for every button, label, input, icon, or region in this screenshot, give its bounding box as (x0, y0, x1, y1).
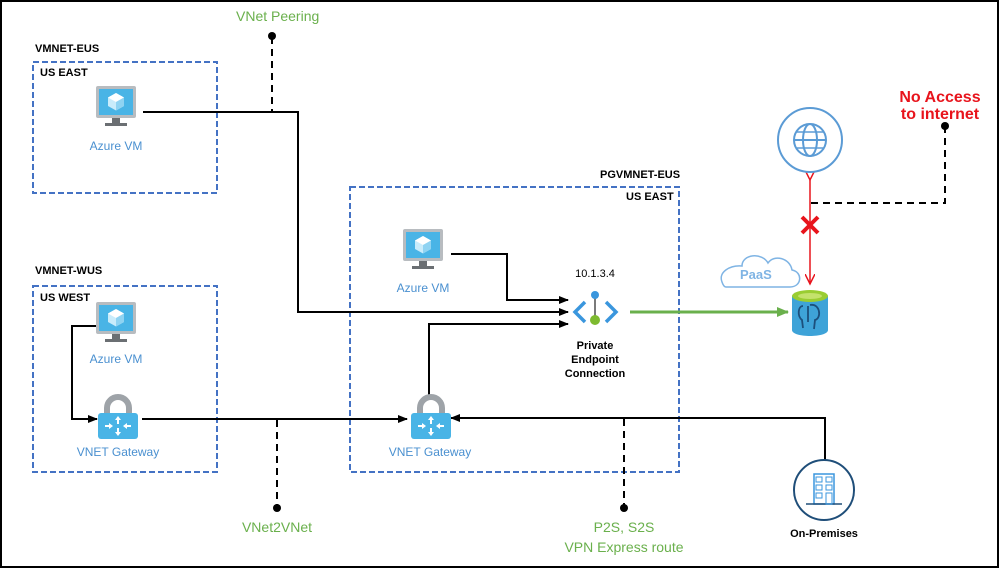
callout-dot-no-access (941, 122, 949, 130)
vnet-box-wus (32, 285, 218, 473)
vnet-box-pg (349, 186, 680, 473)
paas-label: PaaS (740, 267, 772, 282)
node-label-wus-gateway: VNET Gateway (76, 445, 160, 459)
connector-wus-vm-to-gateway (71, 325, 98, 423)
vnet-name-pg: PGVMNET-EUS (600, 169, 681, 181)
virtual-machine-icon[interactable] (96, 302, 136, 342)
postgresql-database-icon[interactable] (792, 290, 828, 336)
virtual-machine-icon[interactable] (403, 229, 443, 269)
callout-dot-vnet2vnet (273, 504, 281, 512)
globe-icon[interactable] (777, 107, 843, 173)
connector-onprem-to-gateway (450, 414, 826, 460)
p2s-label-line2: VPN Express route (564, 539, 684, 555)
p2s-label-line1: P2S, S2S (593, 519, 655, 535)
callout-no-access (811, 128, 946, 204)
vnet-box-eus (32, 61, 218, 194)
endpoint-ip-label: 10.1.3.4 (575, 268, 615, 280)
vnet-gateway-icon[interactable] (411, 397, 451, 439)
node-label-pg-gateway: VNET Gateway (388, 445, 472, 459)
node-label-eus-vm: Azure VM (89, 139, 143, 153)
connector-gateway-to-endpoint (428, 320, 569, 400)
no-access-label-line1: No Access (899, 89, 981, 106)
region-label-pg: US EAST (626, 191, 674, 203)
callout-dot-vnet-peering (268, 32, 276, 40)
node-label-wus-vm: Azure VM (89, 352, 143, 366)
vnet-name-wus: VMNET-WUS (35, 265, 103, 277)
blocked-x-icon (800, 215, 820, 235)
endpoint-label-line1: Private (576, 340, 614, 352)
vnet-peering-label: VNet Peering (236, 8, 320, 24)
endpoint-label-line3: Connection (564, 368, 626, 380)
endpoint-label-line2: Endpoint (571, 354, 619, 366)
vnet2vnet-label: VNet2VNet (241, 519, 313, 535)
connector-eus-vm-to-endpoint (143, 111, 569, 316)
region-label-wus: US WEST (40, 292, 91, 304)
no-access-label-line2: to internet (900, 106, 980, 123)
node-label-pg-vm: Azure VM (396, 281, 450, 295)
cloud-icon (720, 255, 801, 288)
connector-pg-vm-to-endpoint (451, 253, 569, 304)
private-endpoint-icon[interactable] (572, 291, 619, 325)
virtual-machine-icon[interactable] (96, 86, 136, 126)
building-icon[interactable] (793, 459, 855, 521)
node-label-on-premises: On-Premises (790, 528, 858, 540)
vnet-name-eus: VMNET-EUS (35, 43, 100, 55)
callout-dot-p2s (620, 504, 628, 512)
region-label-eus: US EAST (40, 67, 88, 79)
vnet-gateway-icon[interactable] (98, 397, 138, 439)
